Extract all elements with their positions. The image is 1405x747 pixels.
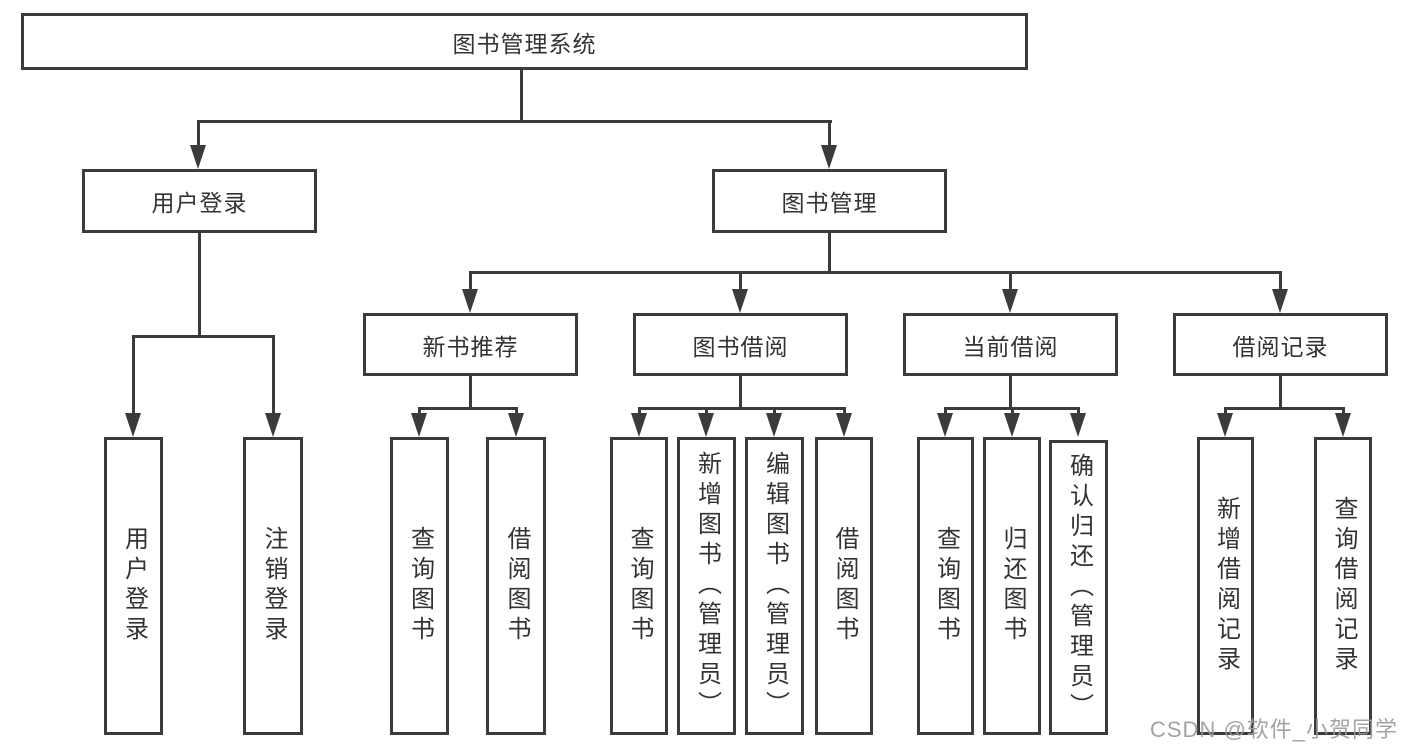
node-user-login: 用户登录	[82, 169, 317, 233]
connector-drop-leaf	[1077, 407, 1080, 417]
leaf-borrow-book: 借阅图书	[815, 437, 873, 735]
node-label: 查询借阅记录	[1330, 496, 1357, 676]
node-label: 注销登录	[260, 526, 287, 646]
connector-drop-leaf	[944, 407, 947, 417]
node-borrowing-records: 借阅记录	[1173, 313, 1388, 376]
arrowhead-leaf	[766, 413, 782, 437]
arrowhead-leaf	[1070, 413, 1086, 437]
arrowhead-new-book	[462, 289, 478, 313]
arrowhead-book-mgmt	[821, 145, 837, 169]
node-book-management: 图书管理	[712, 169, 947, 233]
leaf-query-book-recommend: 查询图书	[390, 437, 449, 735]
arrowhead-leaf	[411, 413, 427, 437]
connector-book-mgmt-stem	[828, 233, 831, 274]
node-label: 新增图书（管理员）	[693, 451, 721, 721]
arrowhead-leaf	[1335, 413, 1351, 437]
arrowhead-book-borrow	[732, 289, 748, 313]
node-book-borrowing: 图书借阅	[633, 313, 848, 376]
node-label: 查询图书	[406, 526, 434, 646]
connector-book-borrow-bus	[638, 407, 846, 410]
node-label: 归还图书	[999, 526, 1026, 646]
node-label: 图书管理	[781, 190, 878, 216]
leaf-logout: 注销登录	[243, 437, 303, 735]
node-label: 借阅图书	[503, 526, 530, 646]
connector-borrow-records-bus	[1224, 407, 1345, 410]
leaf-edit-book-admin: 编辑图书（管理员）	[745, 437, 804, 735]
node-label: 用户登录	[151, 190, 248, 216]
node-label: 新增借阅记录	[1212, 496, 1240, 676]
connector-borrow-records-stem	[1279, 376, 1282, 407]
node-label: 图书管理系统	[452, 30, 597, 57]
connector-book-borrow-stem	[739, 376, 742, 407]
node-label: 查询图书	[626, 526, 653, 646]
node-label: 新书推荐	[422, 333, 519, 360]
node-label: 借阅图书	[831, 526, 858, 646]
connector-drop-leaf	[843, 407, 846, 417]
leaf-confirm-return-admin: 确认归还（管理员）	[1049, 440, 1108, 735]
arrowhead-leaf	[698, 413, 714, 437]
connector-drop-leaf	[773, 407, 776, 417]
connector-level3-bus	[469, 271, 1282, 274]
connector-drop-leaf	[705, 407, 708, 417]
leaf-query-book-current: 查询图书	[917, 437, 974, 735]
node-label: 当前借阅	[962, 333, 1059, 360]
node-label: 确认归还（管理员）	[1065, 452, 1093, 723]
arrowhead-borrow-records	[1272, 289, 1288, 313]
connector-drop-book-borrow	[739, 271, 742, 293]
connector-new-book-bus	[418, 407, 518, 410]
leaf-add-borrow-record: 新增借阅记录	[1197, 437, 1254, 735]
connector-drop-leaf	[638, 407, 641, 417]
connector-drop-borrow-records	[1279, 271, 1282, 293]
leaf-query-borrow-record: 查询借阅记录	[1314, 437, 1372, 735]
arrowhead-current-borrow	[1002, 289, 1018, 313]
connector-level2-bus	[197, 120, 832, 123]
node-label: 图书借阅	[692, 333, 789, 360]
arrowhead-leaf	[125, 413, 141, 437]
connector-user-login-stem	[198, 233, 201, 335]
connector-drop-book-mgmt	[828, 120, 831, 149]
leaf-return-book: 归还图书	[983, 437, 1041, 735]
node-label: 编辑图书（管理员）	[761, 451, 789, 721]
connector-drop-leaf	[418, 407, 421, 417]
leaf-user-login: 用户登录	[104, 437, 163, 735]
connector-user-login-bus	[132, 335, 275, 338]
node-root-library-system: 图书管理系统	[21, 13, 1028, 70]
connector-current-borrow-stem	[1009, 376, 1012, 407]
node-new-book-recommend: 新书推荐	[363, 313, 578, 376]
node-label: 借阅记录	[1232, 333, 1329, 360]
arrowhead-leaf	[1217, 413, 1233, 437]
connector-new-book-stem	[469, 376, 472, 407]
node-label: 查询图书	[932, 526, 960, 646]
leaf-query-book-borrowing: 查询图书	[610, 437, 668, 735]
csdn-watermark: CSDN @软件_小贺同学	[1150, 717, 1399, 742]
arrowhead-leaf	[508, 413, 524, 437]
leaf-add-book-admin: 新增图书（管理员）	[677, 437, 736, 735]
connector-drop-leaf	[1224, 407, 1227, 417]
arrowhead-user-login	[190, 145, 206, 169]
connector-drop-leaf	[132, 335, 135, 417]
node-current-borrowing: 当前借阅	[903, 313, 1118, 376]
connector-drop-leaf	[1011, 407, 1014, 417]
node-label: 用户登录	[120, 526, 148, 646]
arrowhead-leaf	[937, 413, 953, 437]
connector-drop-user-login	[197, 120, 200, 149]
leaf-borrow-book-recommend: 借阅图书	[486, 437, 546, 735]
connector-drop-new-book	[469, 271, 472, 293]
arrowhead-leaf	[836, 413, 852, 437]
connector-drop-current-borrow	[1009, 271, 1012, 293]
arrowhead-leaf	[631, 413, 647, 437]
arrowhead-leaf	[265, 413, 281, 437]
connector-drop-leaf	[1342, 407, 1345, 417]
connector-drop-leaf	[272, 335, 275, 417]
arrowhead-leaf	[1004, 413, 1020, 437]
connector-root-stem	[520, 70, 523, 120]
connector-drop-leaf	[515, 407, 518, 417]
